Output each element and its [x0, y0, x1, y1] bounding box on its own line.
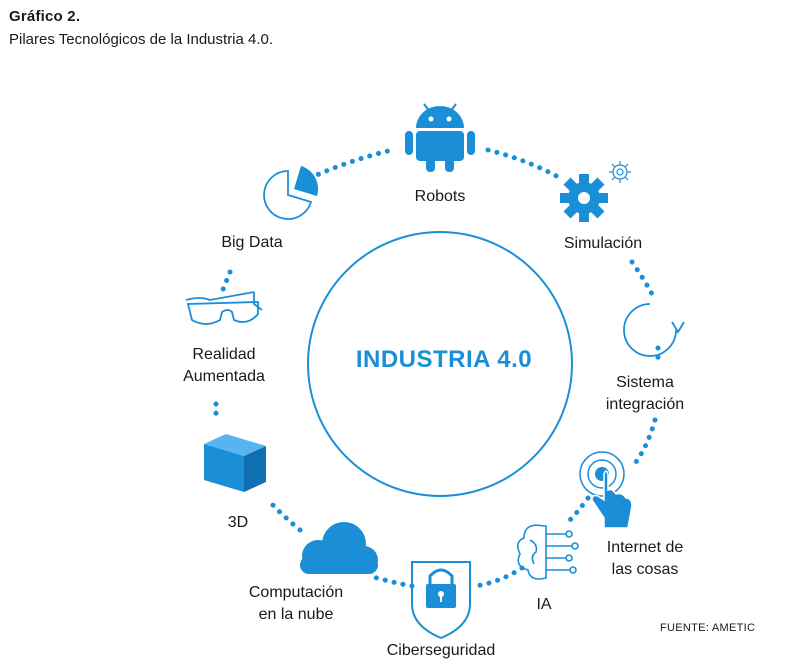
- android-robot-icon: [405, 103, 475, 172]
- cycle-arrow-icon: [623, 303, 685, 357]
- cube-icon: [204, 434, 266, 492]
- node-label-robots: Robots: [414, 188, 466, 205]
- node-label-bigdata: Big Data: [221, 234, 283, 251]
- ring-connectors: [213, 147, 661, 589]
- figure-subtitle: Pilares Tecnológicos de la Industria 4.0…: [9, 31, 274, 48]
- connector-simulacion-sistema: [629, 259, 658, 303]
- source-note: FUENTE: AMETIC: [660, 622, 756, 634]
- node-label-ciber: Ciberseguridad: [386, 642, 496, 659]
- node-label-simulacion: Simulación: [563, 235, 643, 252]
- center-circle: [307, 231, 573, 497]
- touch-hand-icon: [579, 451, 633, 529]
- cloud-icon: [300, 522, 378, 574]
- node-label-ia: IA: [536, 596, 552, 613]
- node-label-ra: Realidad Aumentada: [183, 346, 265, 385]
- figure-title: Gráfico 2.: [9, 8, 81, 25]
- connector-ciber-nube: [367, 573, 415, 589]
- gears-icon: [560, 161, 631, 222]
- node-label-iot: Internet de las cosas: [606, 539, 684, 578]
- connector-bigdata-robots: [307, 147, 395, 181]
- center-title: INDUSTRIA 4.0: [355, 346, 533, 373]
- figure-heading: Gráfico 2. Pilares Tecnológicos de la In…: [9, 8, 273, 48]
- connector-nube-3d: [265, 497, 303, 533]
- ar-glasses-icon: [185, 291, 263, 325]
- connector-ia-ciber: [473, 565, 525, 589]
- connector-sistema-iot: [633, 417, 658, 465]
- connector-robots-simulacion: [485, 147, 563, 181]
- pie-chart-icon: [263, 166, 319, 220]
- shield-lock-icon: [411, 561, 471, 640]
- node-label-sistema: Sistema integración: [605, 374, 685, 413]
- node-label-nube: Computación en la nube: [248, 584, 344, 623]
- node-label-3d: 3D: [227, 514, 249, 531]
- brain-circuit-icon: [516, 524, 579, 580]
- connector-iot-ia: [565, 495, 591, 525]
- connector-bigdata-ra: [219, 269, 233, 295]
